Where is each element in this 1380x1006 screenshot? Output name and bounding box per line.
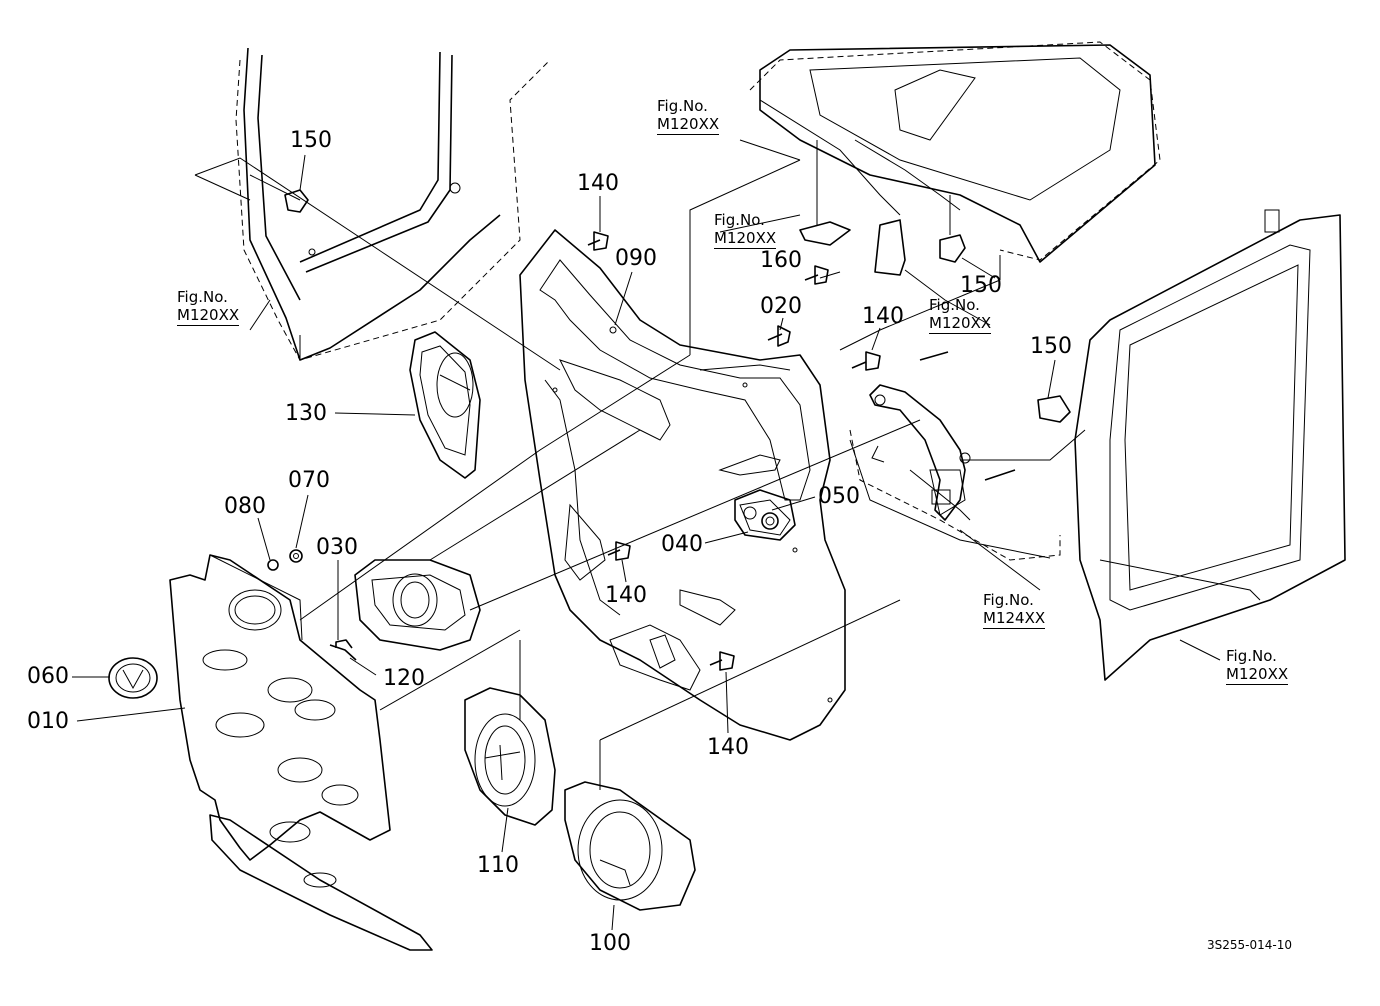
part-label-100: 100 [589,931,631,956]
right-fender [849,429,1061,561]
emblem-060 [108,657,158,699]
part-label-160: 160 [760,248,802,273]
fig-ref-left-pillar: Fig.No. M120XX [177,288,240,326]
fig-ref-number: M120XX [714,229,777,249]
fig-ref-prefix: Fig.No. [983,591,1034,609]
part-label-050: 050 [818,484,860,509]
bracket-040 [734,489,796,541]
fig-ref-prefix: Fig.No. [714,211,765,229]
lamp-housing-110 [464,687,556,826]
front-grille-010 [169,554,433,951]
fig-ref-cab-roof: Fig.No. M120XX [657,97,720,135]
fig-ref-number: M120XX [657,115,720,135]
part-label-070: 070 [288,468,330,493]
left-cab-pillar [235,47,551,361]
fasteners [267,189,1071,671]
headlamp-130 [409,331,481,479]
part-label-080: 080 [224,494,266,519]
fig-ref-side-stay: Fig.No. M124XX [983,591,1046,629]
part-label-150: 150 [1030,334,1072,359]
fig-ref-door-panel: Fig.No. M120XX [1226,647,1289,685]
cab-roof [749,41,1161,263]
fig-ref-number: M120XX [929,314,992,334]
fig-ref-number: M120XX [177,306,240,326]
fig-ref-roof-stay: Fig.No. M120XX [714,211,777,249]
document-id: 3S255-014-10 [1207,938,1292,952]
side-stay [869,351,1016,521]
part-label-110: 110 [477,853,519,878]
part-label-140: 140 [577,171,619,196]
fig-ref-number: M124XX [983,609,1046,629]
right-door-panel [1074,209,1346,681]
fig-ref-prefix: Fig.No. [657,97,708,115]
part-label-130: 130 [285,401,327,426]
fig-ref-prefix: Fig.No. [929,296,980,314]
part-label-140: 140 [862,304,904,329]
part-label-040: 040 [661,532,703,557]
part-label-060: 060 [27,664,69,689]
fig-ref-roof-side: Fig.No. M120XX [929,296,992,334]
roof-stay [799,140,951,276]
part-label-150: 150 [960,273,1002,298]
part-label-090: 090 [615,246,657,271]
part-label-120: 120 [383,666,425,691]
part-label-150: 150 [290,128,332,153]
part-label-010: 010 [27,709,69,734]
part-label-030: 030 [316,535,358,560]
fig-ref-number: M120XX [1226,665,1289,685]
leader-lines [72,139,1221,931]
grille-mesh [202,649,359,888]
fig-ref-prefix: Fig.No. [1226,647,1277,665]
part-label-140: 140 [707,735,749,760]
part-label-140: 140 [605,583,647,608]
lamp-case-120 [354,559,481,651]
assembly-lines [194,157,1086,790]
part-label-020: 020 [760,294,802,319]
lamp-housing-100 [564,781,696,911]
fig-ref-prefix: Fig.No. [177,288,228,306]
front-frame-090 [519,229,846,741]
